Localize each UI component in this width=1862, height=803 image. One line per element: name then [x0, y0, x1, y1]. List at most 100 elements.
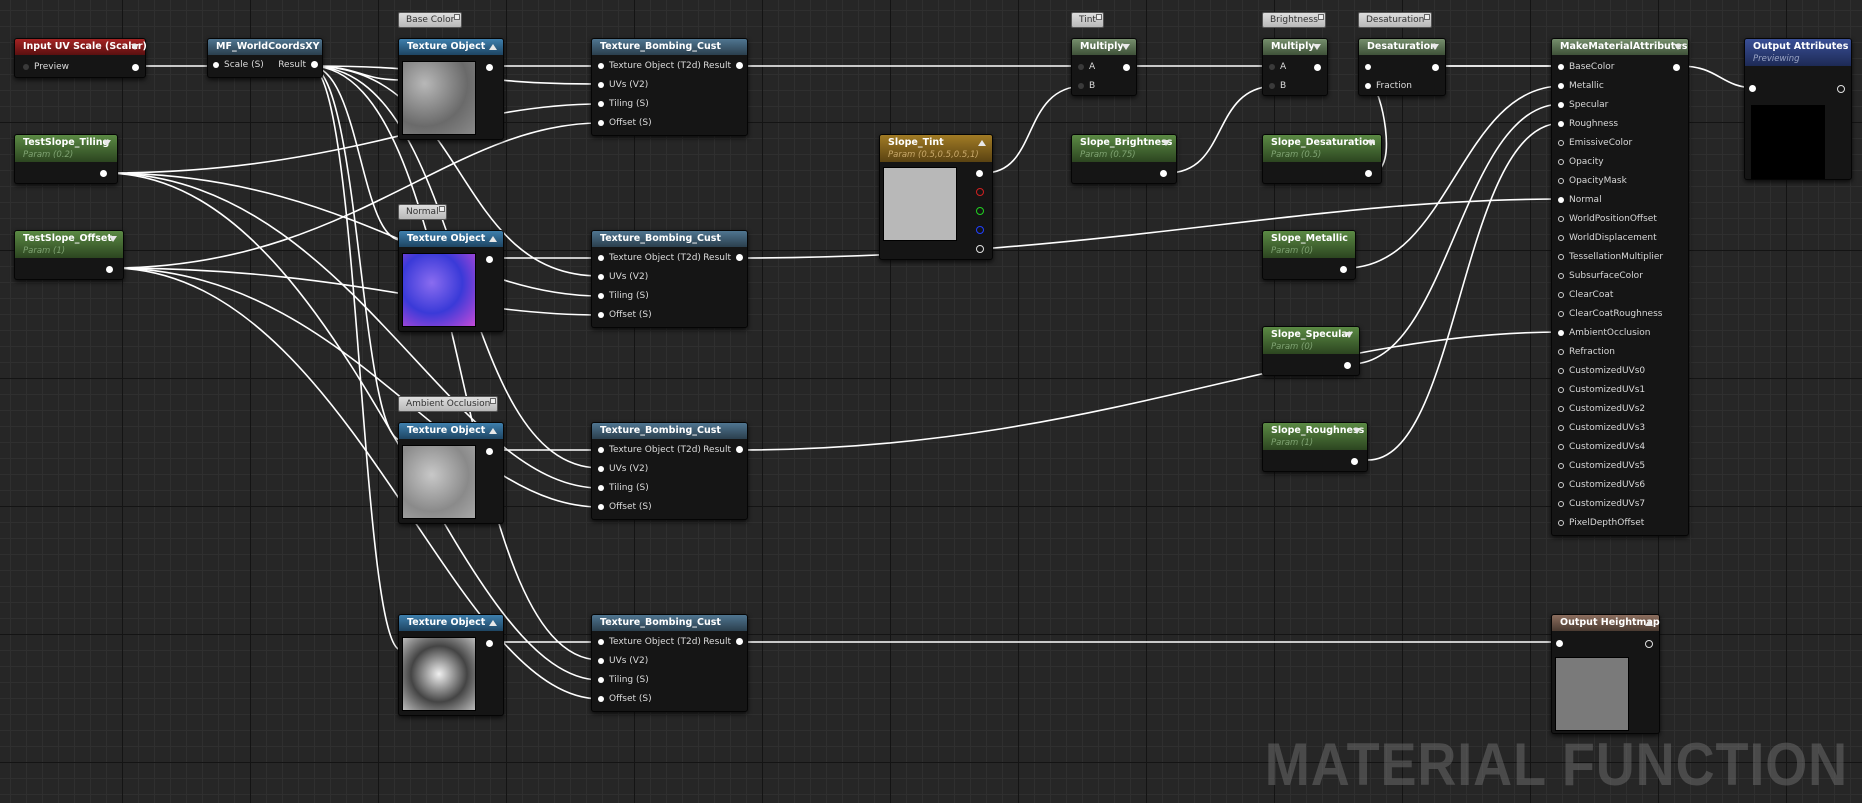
result-pin[interactable]: Result: [703, 60, 743, 72]
tiling-pin[interactable]: Tiling (S): [596, 290, 649, 302]
collapse-arrow-icon[interactable]: [1162, 140, 1170, 146]
mf-world-coords-node[interactable]: MF_WorldCoordsXY Scale (S) Result: [207, 38, 323, 78]
collapse-arrow-icon[interactable]: [1674, 44, 1682, 50]
texture-object-pin[interactable]: Texture Object (T2d): [596, 60, 701, 72]
attribute-pin-customizeduvs6[interactable]: CustomizedUVs6: [1556, 479, 1645, 491]
rgb-output-pin[interactable]: [976, 170, 983, 177]
input-uv-scale-node[interactable]: Input UV Scale (Scalar) Preview: [14, 38, 147, 78]
collapse-arrow-icon[interactable]: [489, 428, 497, 434]
result-pin[interactable]: Result: [703, 444, 743, 456]
output-pin[interactable]: [1645, 640, 1653, 648]
output-pin[interactable]: [1673, 64, 1680, 71]
input-pin[interactable]: [1556, 640, 1563, 647]
output-pin[interactable]: [100, 170, 107, 177]
collapse-arrow-icon[interactable]: [109, 236, 117, 242]
texture-object-pin[interactable]: Texture Object (T2d): [596, 636, 701, 648]
collapse-arrow-icon[interactable]: [1345, 332, 1353, 338]
a-pin[interactable]: A: [1267, 61, 1286, 73]
output-pin[interactable]: [1837, 85, 1845, 93]
collapse-arrow-icon[interactable]: [1122, 44, 1130, 50]
texture-bombing-node-4[interactable]: Texture_Bombing_Cust Texture Object (T2d…: [591, 614, 748, 712]
texture-object-heightmap[interactable]: Texture Object: [398, 614, 504, 716]
attribute-pin-roughness[interactable]: Roughness: [1556, 118, 1618, 130]
output-pin[interactable]: [486, 256, 493, 263]
attribute-pin-opacity[interactable]: Opacity: [1556, 156, 1604, 168]
fraction-pin[interactable]: Fraction: [1363, 80, 1412, 92]
texture-object-base-color[interactable]: Texture Object: [398, 38, 504, 140]
texture-bombing-node-3[interactable]: Texture_Bombing_Cust Texture Object (T2d…: [591, 422, 748, 520]
attribute-pin-clearcoatroughness[interactable]: ClearCoatRoughness: [1556, 308, 1662, 320]
attribute-pin-emissivecolor[interactable]: EmissiveColor: [1556, 137, 1632, 149]
attribute-pin-refraction[interactable]: Refraction: [1556, 346, 1615, 358]
comment-tint[interactable]: Tint: [1071, 12, 1104, 28]
output-pin[interactable]: [1344, 362, 1351, 369]
output-pin[interactable]: [486, 640, 493, 647]
tiling-pin[interactable]: Tiling (S): [596, 98, 649, 110]
tiling-pin[interactable]: Tiling (S): [596, 674, 649, 686]
preview-pin[interactable]: Preview: [21, 61, 69, 73]
attribute-pin-customizeduvs3[interactable]: CustomizedUVs3: [1556, 422, 1645, 434]
collapse-arrow-icon[interactable]: [1645, 620, 1653, 626]
offset-pin[interactable]: Offset (S): [596, 117, 652, 129]
tiling-pin[interactable]: Tiling (S): [596, 482, 649, 494]
collapse-arrow-icon[interactable]: [489, 620, 497, 626]
output-heightmap-node[interactable]: Output Heightmap: [1551, 614, 1660, 734]
comment-desaturation[interactable]: Desaturation: [1358, 12, 1433, 28]
g-channel-pin[interactable]: [976, 207, 984, 215]
texture-object-normal[interactable]: Texture Object: [398, 230, 504, 332]
collapse-arrow-icon[interactable]: [978, 140, 986, 146]
uvs-pin[interactable]: UVs (V2): [596, 79, 648, 91]
attribute-pin-metallic[interactable]: Metallic: [1556, 80, 1604, 92]
result-pin[interactable]: Result: [703, 252, 743, 264]
texture-object-ambient-occlusion[interactable]: Texture Object: [398, 422, 504, 524]
offset-pin[interactable]: Offset (S): [596, 309, 652, 321]
texture-bombing-node-2[interactable]: Texture_Bombing_Cust Texture Object (T2d…: [591, 230, 748, 328]
attribute-pin-customizeduvs2[interactable]: CustomizedUVs2: [1556, 403, 1645, 415]
attribute-pin-opacitymask[interactable]: OpacityMask: [1556, 175, 1627, 187]
output-pin[interactable]: [132, 64, 139, 71]
attribute-pin-worldpositionoffset[interactable]: WorldPositionOffset: [1556, 213, 1657, 225]
attribute-pin-customizeduvs1[interactable]: CustomizedUVs1: [1556, 384, 1645, 396]
a-pin[interactable]: A: [1076, 61, 1095, 73]
result-pin[interactable]: Result: [703, 636, 743, 648]
attribute-pin-ambientocclusion[interactable]: AmbientOcclusion: [1556, 327, 1651, 339]
comment-ambient-occlusion[interactable]: Ambient Occlusion: [398, 396, 499, 412]
collapse-arrow-icon[interactable]: [489, 236, 497, 242]
texture-object-pin[interactable]: Texture Object (T2d): [596, 444, 701, 456]
output-pin[interactable]: [1123, 64, 1130, 71]
texture-bombing-node-1[interactable]: Texture_Bombing_Cust Texture Object (T2d…: [591, 38, 748, 136]
attribute-pin-tessellationmultiplier[interactable]: TessellationMultiplier: [1556, 251, 1663, 263]
uvs-pin[interactable]: UVs (V2): [596, 655, 648, 667]
attribute-pin-normal[interactable]: Normal: [1556, 194, 1602, 206]
result-pin[interactable]: Result: [278, 59, 318, 71]
comment-normal[interactable]: Normal: [398, 204, 447, 220]
a-channel-pin[interactable]: [976, 245, 984, 253]
b-pin[interactable]: B: [1267, 80, 1286, 92]
attribute-pin-basecolor[interactable]: BaseColor: [1556, 61, 1614, 73]
uvs-pin[interactable]: UVs (V2): [596, 463, 648, 475]
scale-pin[interactable]: Scale (S): [211, 59, 264, 71]
output-pin[interactable]: [106, 266, 113, 273]
multiply-brightness-node[interactable]: Multiply A B: [1262, 38, 1328, 96]
uvs-pin[interactable]: UVs (V2): [596, 271, 648, 283]
collapse-arrow-icon[interactable]: [1353, 428, 1361, 434]
output-pin[interactable]: [1340, 266, 1347, 273]
collapse-arrow-icon[interactable]: [131, 44, 139, 50]
output-pin[interactable]: [1351, 458, 1358, 465]
multiply-tint-node[interactable]: Multiply A B: [1071, 38, 1137, 96]
collapse-arrow-icon[interactable]: [1313, 44, 1321, 50]
collapse-arrow-icon[interactable]: [1367, 140, 1375, 146]
output-pin[interactable]: [1314, 64, 1321, 71]
collapse-arrow-icon[interactable]: [103, 140, 111, 146]
collapse-arrow-icon[interactable]: [1431, 44, 1439, 50]
offset-pin[interactable]: Offset (S): [596, 501, 652, 513]
collapse-arrow-icon[interactable]: [489, 44, 497, 50]
